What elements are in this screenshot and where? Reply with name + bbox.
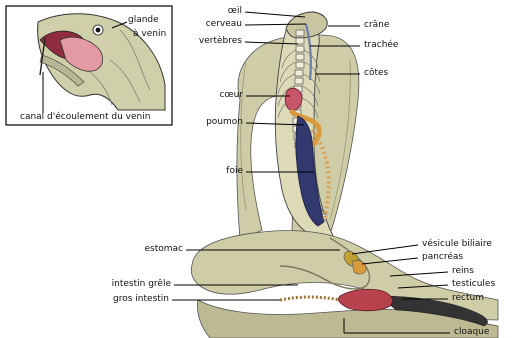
label-trachee: trachée <box>364 40 398 51</box>
label-testicules: testicules <box>452 279 495 290</box>
label-gros-intestin: gros intestin <box>113 294 169 305</box>
label-vertebres: vertèbres <box>199 36 242 47</box>
label-rectum: rectum <box>452 293 484 304</box>
kidney-shape <box>338 289 392 311</box>
label-glande: glande <box>128 15 159 26</box>
label-cotes: côtes <box>364 68 388 79</box>
small-intestine-shape <box>280 297 340 300</box>
label-vesicule-biliaire: vésicule biliaire <box>422 239 492 250</box>
label-a-venin: à venin <box>133 29 166 40</box>
label-coeur: cœur <box>219 90 243 101</box>
label-oeil: œil <box>228 6 242 17</box>
label-estomac: estomac <box>145 244 184 255</box>
label-cloaque: cloaque <box>454 327 489 338</box>
label-poumon: poumon <box>206 117 243 128</box>
label-crane: crâne <box>364 20 389 31</box>
label-foie: foie <box>226 166 243 177</box>
label-reins: reins <box>452 266 474 277</box>
label-pancreas: pancréas <box>422 252 463 263</box>
label-cerveau: cerveau <box>206 19 242 30</box>
label-canal-venin: canal d'écoulement du venin <box>20 112 150 123</box>
label-intestin-grele: intestin grêle <box>112 279 171 290</box>
